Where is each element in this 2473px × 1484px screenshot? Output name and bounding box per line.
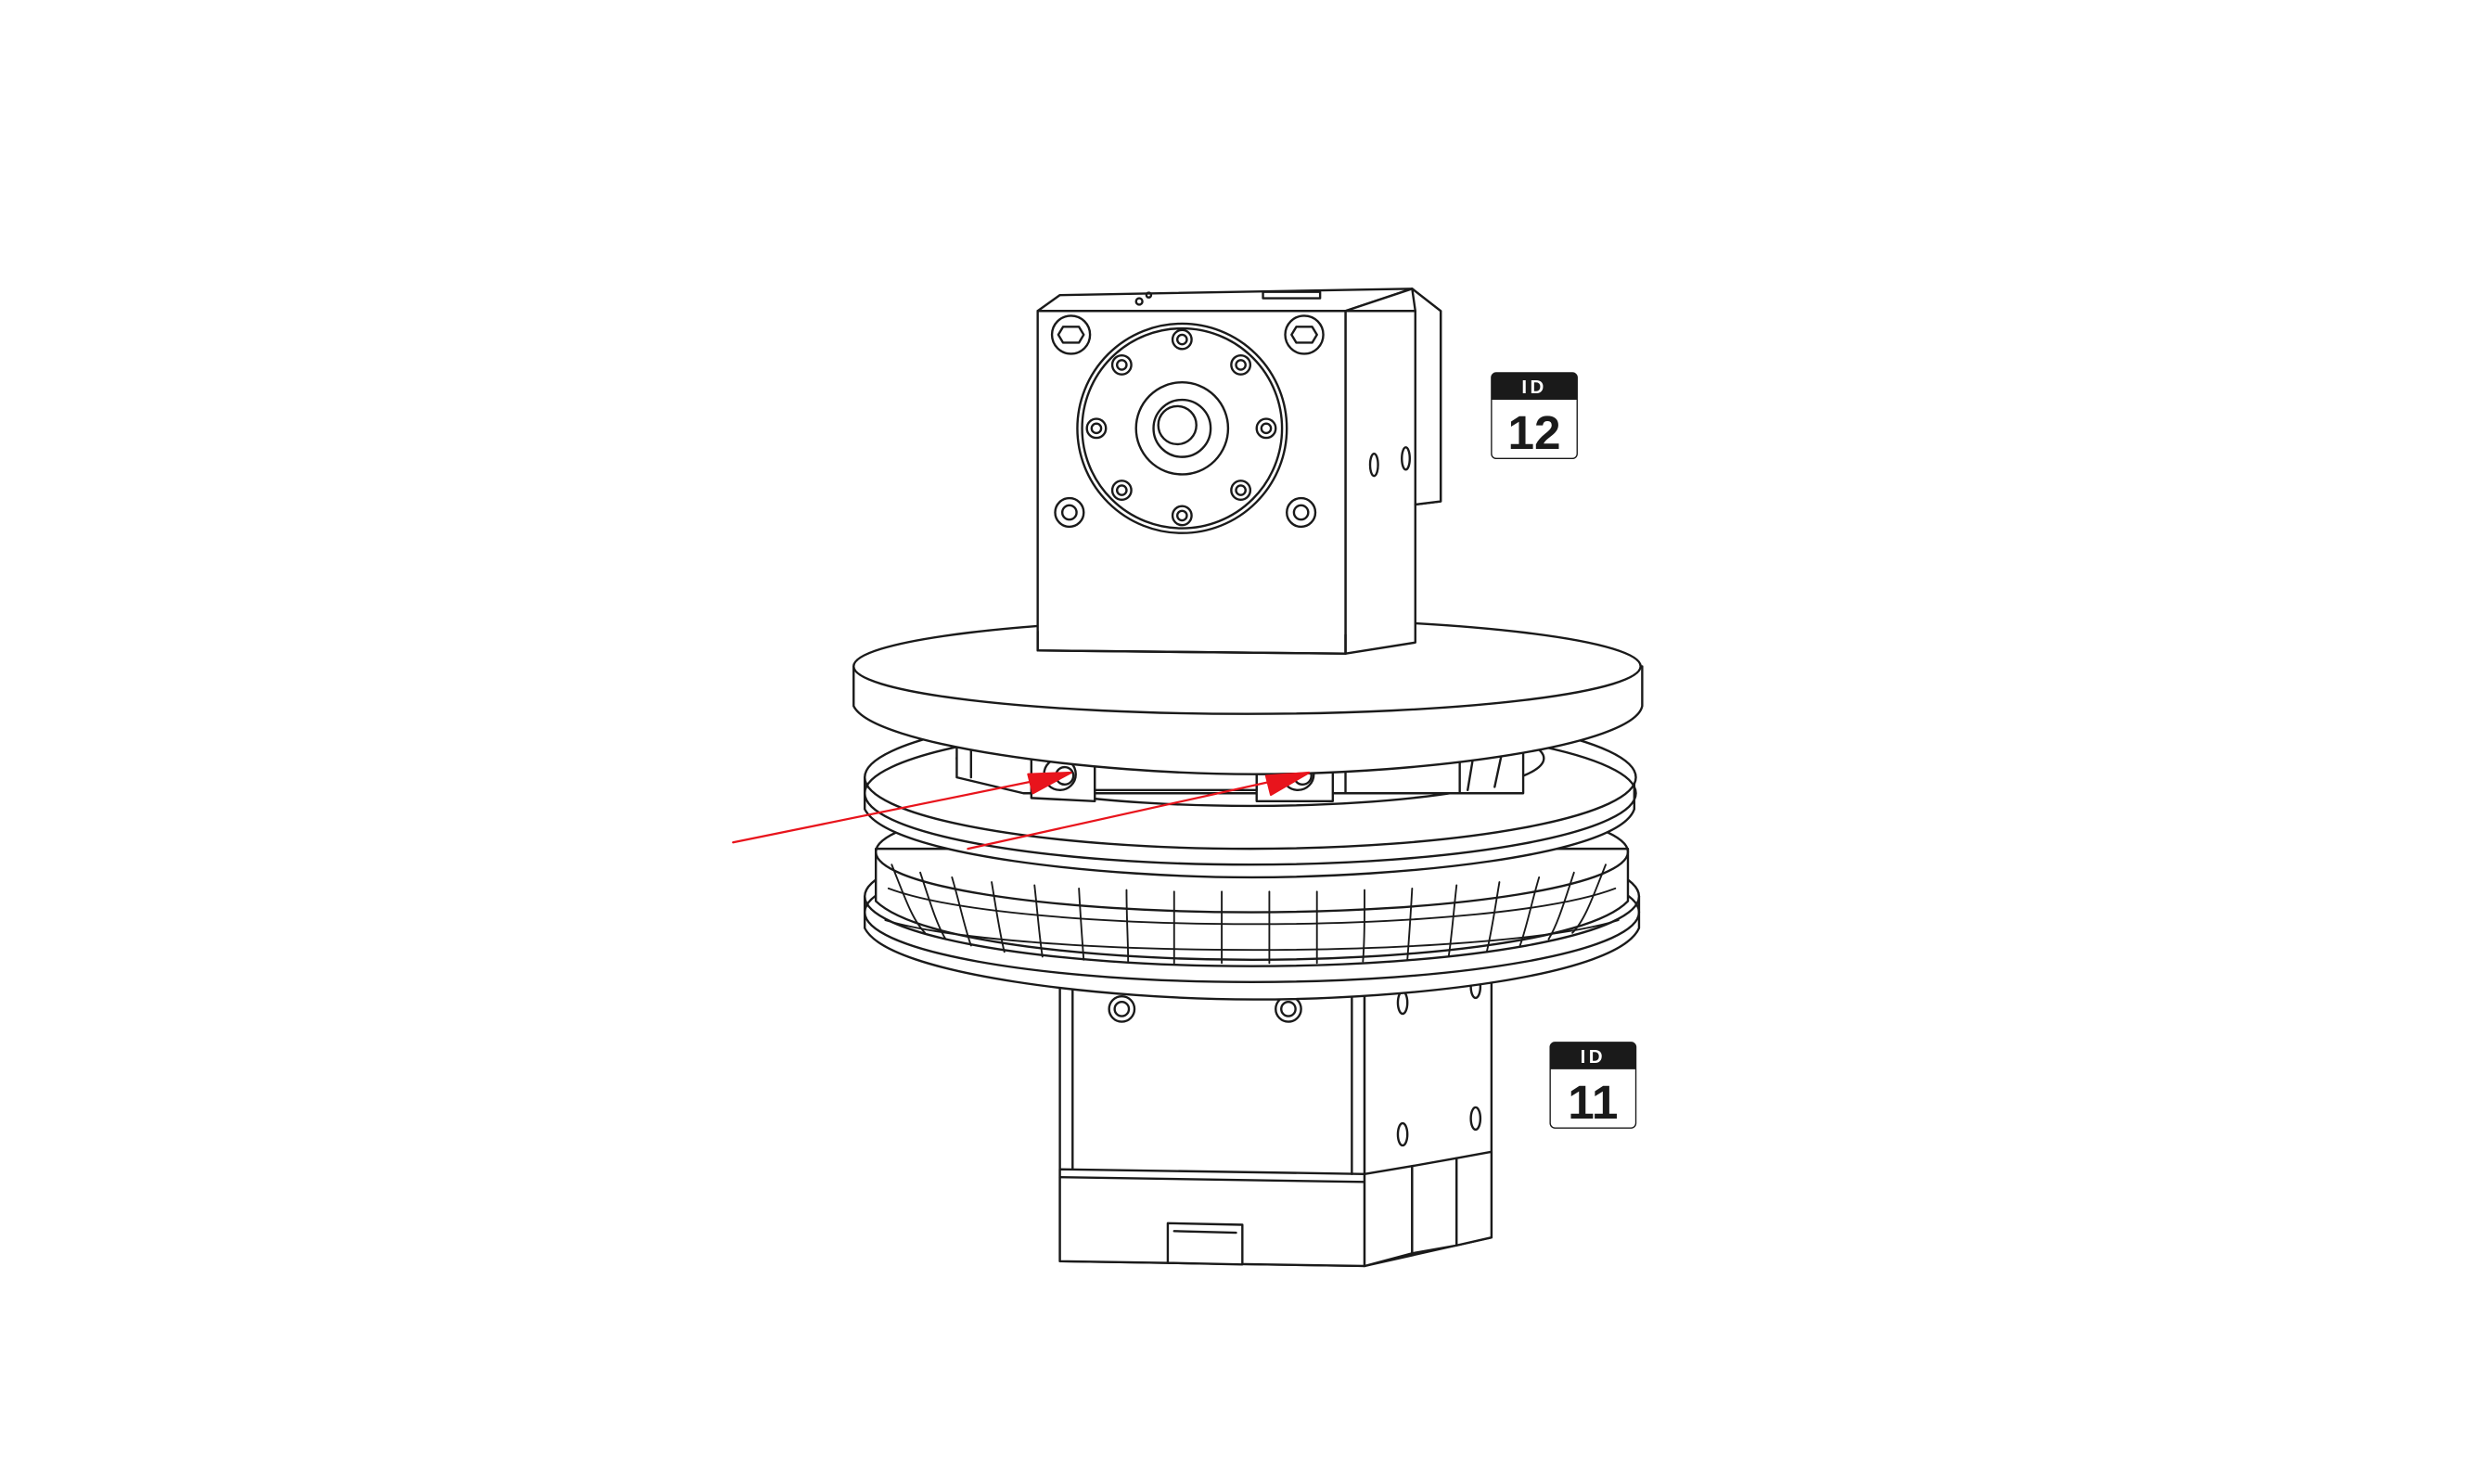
arrow-line bbox=[732, 776, 1054, 844]
bearing-balls bbox=[884, 864, 1620, 965]
upper-corner-screw bbox=[1050, 314, 1092, 355]
arrow-head bbox=[1264, 771, 1311, 797]
red-arrows bbox=[732, 771, 1311, 851]
lower-front-hole bbox=[1108, 994, 1136, 1023]
upper-corner-screw bbox=[1284, 314, 1325, 355]
badge-number: 12 bbox=[1508, 406, 1561, 459]
id-badge-upper: ID 12 bbox=[1491, 372, 1578, 459]
lower-servo bbox=[1058, 960, 1493, 1268]
badge-caption: ID bbox=[1581, 1046, 1606, 1068]
arrow-head bbox=[1027, 771, 1072, 795]
id-badge-lower: ID 11 bbox=[1549, 1042, 1637, 1129]
badge-number: 11 bbox=[1568, 1076, 1618, 1129]
arrow-line bbox=[967, 776, 1291, 851]
upper-servo bbox=[1036, 288, 1442, 655]
badge-caption: ID bbox=[1521, 377, 1546, 398]
output-horn bbox=[1076, 322, 1288, 534]
